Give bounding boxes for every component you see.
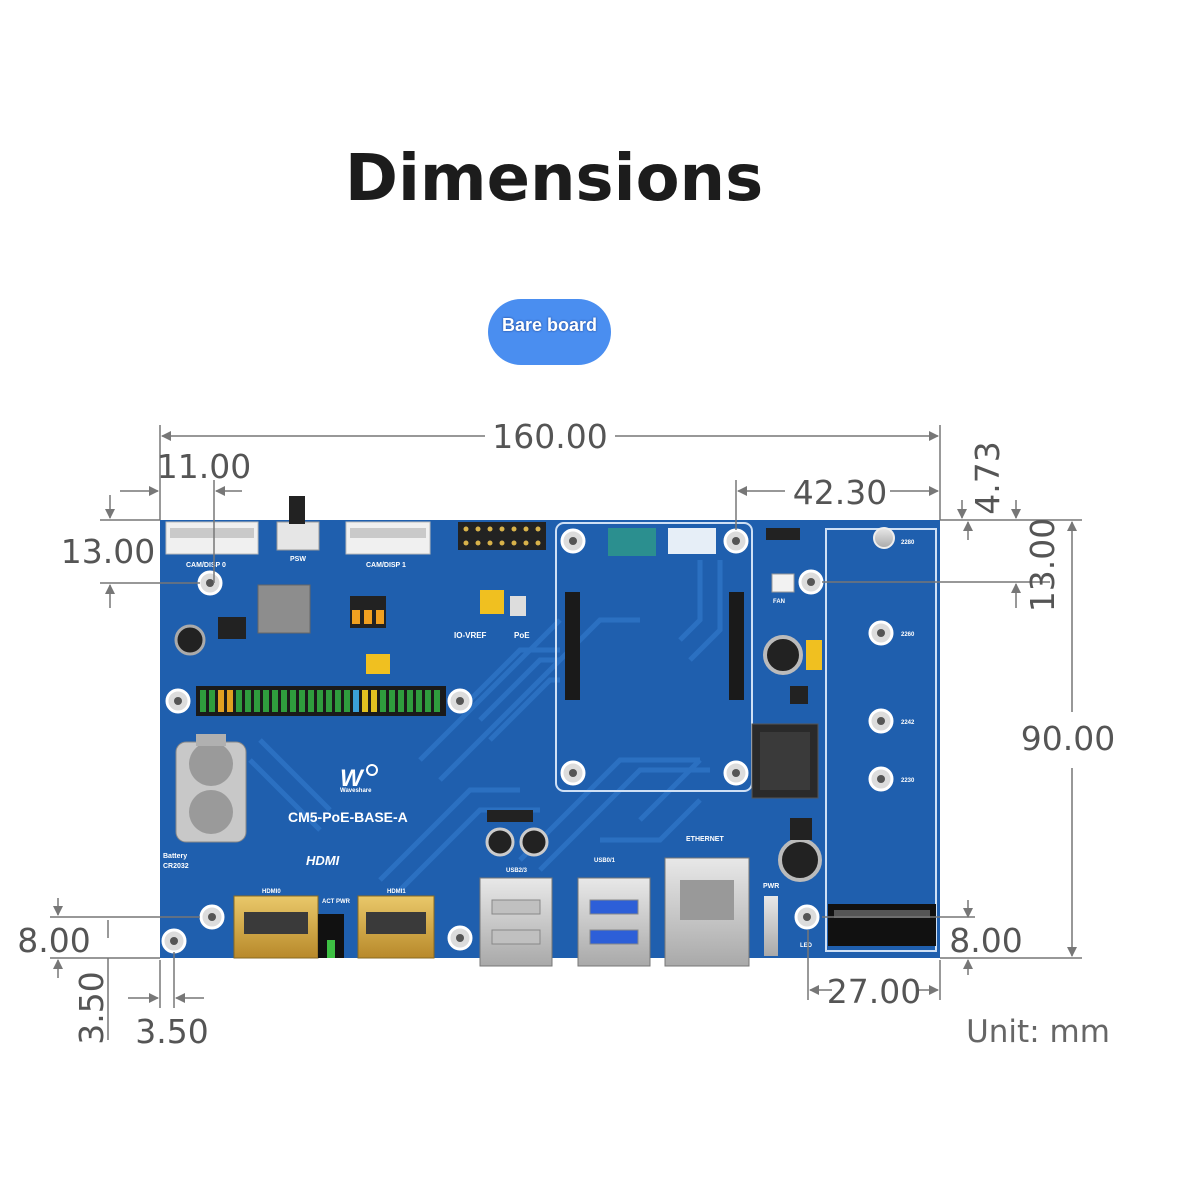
capacitor-left (174, 624, 206, 656)
m2-standoff (873, 527, 895, 549)
fan-header (766, 528, 800, 540)
poe-switch (510, 596, 526, 616)
label-hdmi0: HDMI0 (262, 889, 281, 895)
label-2242: 2242 (901, 720, 915, 726)
dim-m2-width: 27.00 (827, 972, 921, 1011)
power-switch-button (289, 496, 305, 524)
dim-overall-width: 160.00 (492, 417, 607, 456)
cam-jumper (366, 654, 390, 674)
capacitor-fan (763, 635, 803, 675)
label-brand: Waveshare (340, 788, 372, 794)
hdmi-logo: HDMI (306, 853, 340, 868)
dim-bottom-vertical: 3.50 (72, 971, 111, 1044)
dim-right-top: 13.00 (1023, 518, 1062, 612)
label-fan: FAN (773, 599, 785, 605)
label-2260: 2260 (901, 632, 915, 638)
hdmi0-port (233, 895, 319, 959)
io-vref-jumper (480, 590, 504, 614)
power-switch (276, 521, 320, 551)
dim-hole-span-vertical: 90.00 (1021, 719, 1115, 758)
bare-board-badge[interactable]: Bare board (488, 299, 611, 365)
label-battery: Battery (163, 853, 187, 860)
label-poe: PoE (514, 631, 530, 640)
board-name: CM5-PoE-BASE-A (288, 809, 408, 825)
label-pwr: PWR (763, 883, 779, 890)
label-usb23: USB2/3 (506, 868, 528, 874)
label-act-pwr: ACT PWR (322, 899, 351, 905)
dimension-values: 160.00 11.00 42.30 4.73 13.00 13.00 90.0… (17, 417, 1115, 1051)
label-pad (668, 528, 716, 554)
dim-bottom-horizontal: 3.50 (135, 1012, 208, 1051)
svg-text:W: W (340, 765, 365, 792)
label-cam-disp0: CAM/DISP 0 (186, 562, 226, 569)
fan-jumper (806, 640, 822, 670)
label-2230: 2230 (901, 778, 915, 784)
wifi-antenna-area (608, 528, 656, 556)
usb01-port (577, 877, 651, 967)
dim-left-top: 13.00 (61, 532, 155, 571)
power-inductor (257, 584, 311, 634)
dim-top-right-edge: 4.73 (968, 441, 1007, 514)
label-cam-disp1: CAM/DISP 1 (366, 562, 406, 569)
label-io-vref: IO-VREF (454, 631, 487, 640)
dim-left-bottom: 8.00 (17, 921, 90, 960)
unit-label: Unit: mm (966, 1014, 1110, 1050)
b2b-connector-left (565, 592, 580, 700)
label-led: LED (800, 943, 813, 949)
silkscreen-labels: CAM/DISP 0 CAM/DISP 1 PSW IO-VREF PoE FA… (163, 540, 915, 949)
fan-connector (771, 573, 795, 593)
ic-chip (218, 617, 246, 639)
ethernet-port (664, 857, 750, 967)
waveshare-logo-icon: W (340, 764, 378, 792)
label-battery-model: CR2032 (163, 863, 189, 870)
page-title: Dimensions (344, 142, 764, 216)
capacitor-pwr (778, 838, 822, 882)
pcb-board: W (160, 496, 940, 967)
usb23-port (479, 877, 553, 967)
gpio-header-row (196, 686, 446, 716)
barrel-jack (764, 896, 778, 956)
battery-holder (175, 734, 247, 843)
label-psw: PSW (290, 556, 306, 563)
label-usb01: USB0/1 (594, 858, 616, 864)
dim-right-offset: 42.30 (793, 473, 887, 512)
hdmi1-port (357, 895, 435, 959)
cm5-module-outline (555, 522, 753, 792)
label-ethernet: ETHERNET (686, 836, 724, 843)
b2b-connector-right (729, 592, 744, 700)
label-hdmi1: HDMI1 (387, 889, 406, 895)
dim-left-offset: 11.00 (157, 447, 251, 486)
dimension-lines (50, 425, 1082, 1040)
dim-right-bottom: 8.00 (949, 921, 1022, 960)
hole-centers (170, 537, 885, 945)
label-2280: 2280 (901, 540, 915, 546)
pin-header-top (458, 522, 546, 550)
